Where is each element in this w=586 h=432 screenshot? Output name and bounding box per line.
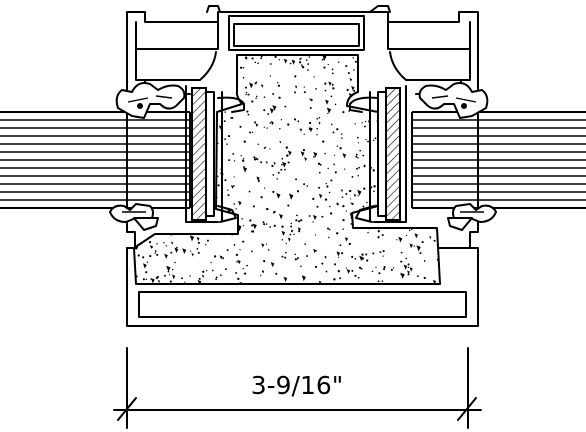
right-top-gasket (418, 82, 489, 119)
left-glazing-stop (185, 85, 245, 223)
dimension-annotation: 3-9/16" (113, 347, 482, 429)
right-glazing-stop (349, 85, 407, 223)
left-glass-panel (0, 111, 191, 209)
right-glass-panel (411, 111, 586, 209)
dimension-label: 3-9/16" (251, 371, 344, 400)
dimension-tick-left (117, 397, 137, 421)
left-top-gasket (115, 82, 186, 119)
left-bottom-gasket (109, 203, 159, 231)
dimension-tick-right (457, 397, 477, 421)
right-bottom-gasket (447, 203, 497, 231)
